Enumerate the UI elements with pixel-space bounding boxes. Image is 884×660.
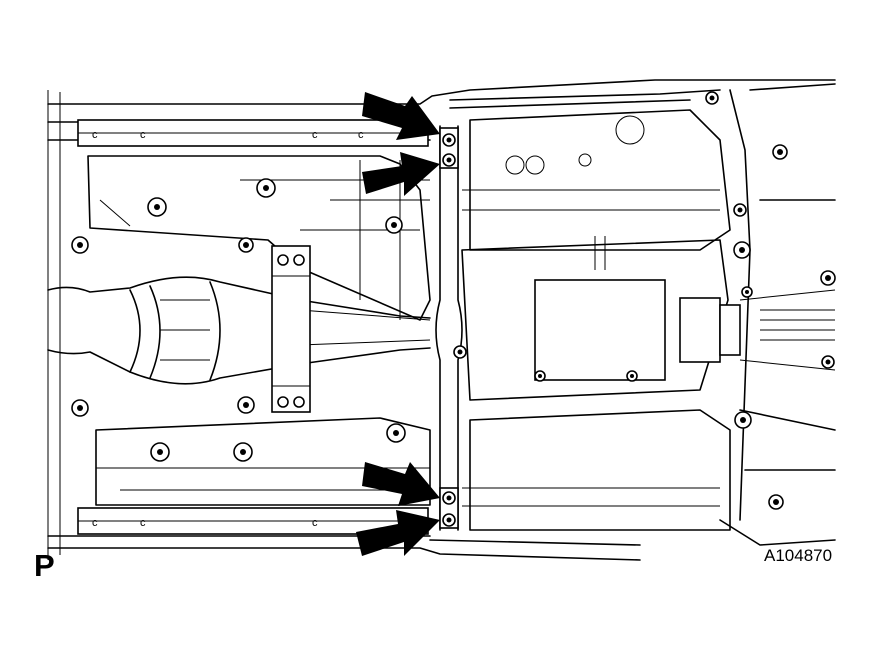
lower-heat-shield <box>95 417 431 506</box>
svg-text:c: c <box>312 129 318 141</box>
exhaust-support-bracket <box>271 245 311 413</box>
exhaust-pipe <box>47 276 431 385</box>
arrow-icon <box>356 510 440 556</box>
arrow-icon <box>362 92 440 140</box>
fuel-tank <box>462 109 731 531</box>
figure-id: A104870 <box>764 546 833 565</box>
svg-text:c: c <box>140 517 146 529</box>
upper-heat-shield <box>87 155 431 321</box>
arrow-icon <box>362 462 440 506</box>
crossmember-bolts <box>442 133 456 527</box>
crossmember <box>435 125 463 531</box>
view-letter: P <box>34 548 55 583</box>
svg-text:c: c <box>312 517 318 529</box>
right-frame-members <box>719 83 836 546</box>
drive-shaft-flange <box>679 289 836 371</box>
upper-side-rail: c c c c <box>77 119 429 147</box>
svg-text:c: c <box>92 129 98 141</box>
arrow-icon <box>362 152 440 196</box>
fasteners <box>71 91 836 510</box>
svg-text:c: c <box>358 129 364 141</box>
svg-text:c: c <box>92 517 98 529</box>
svg-text:c: c <box>140 129 146 141</box>
